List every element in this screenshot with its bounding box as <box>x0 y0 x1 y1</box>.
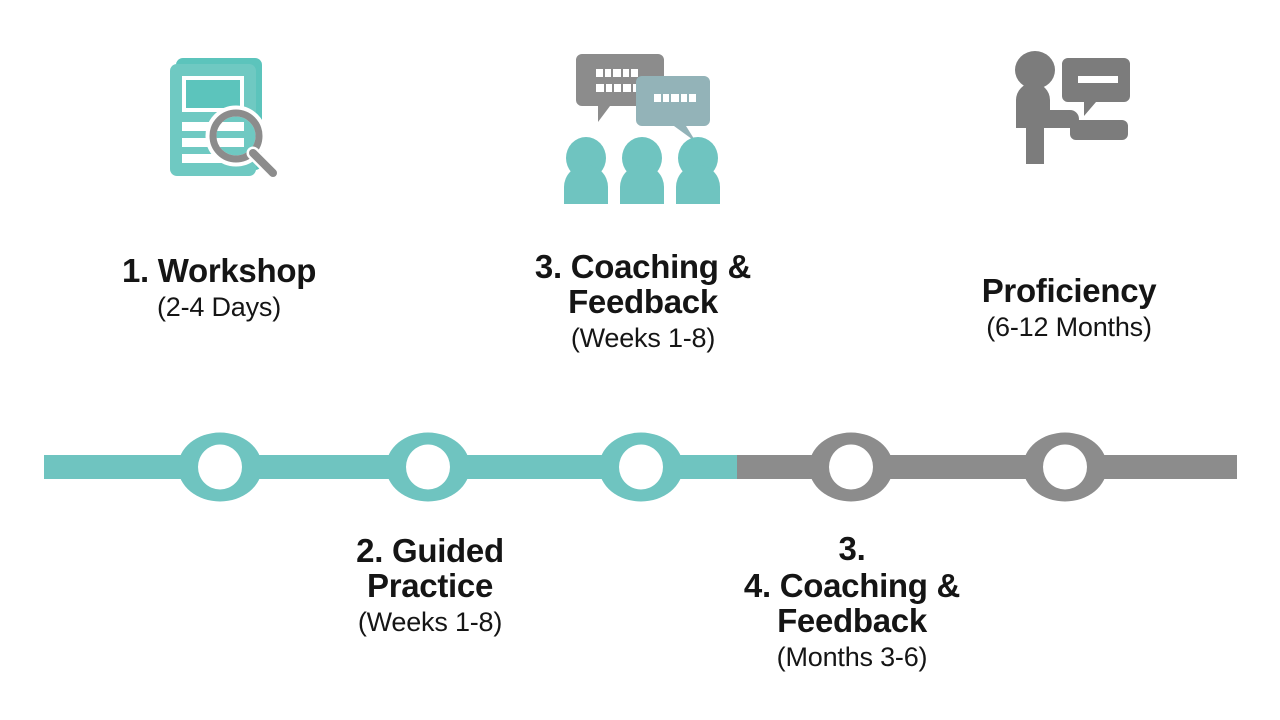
stage-label-proficiency: Proficiency (6-12 Months) <box>918 272 1220 342</box>
timeline-node-3[interactable] <box>599 432 683 502</box>
stage-duration-workshop: (2-4 Days) <box>156 291 282 322</box>
stage-title-proficiency: Proficiency <box>981 272 1157 309</box>
node-hole <box>829 444 873 490</box>
document-search-icon <box>160 48 292 181</box>
stage-duration-proficiency: (6-12 Months) <box>986 311 1152 342</box>
stage-title-coaching-1: 3. Coaching & Feedback <box>534 248 752 320</box>
timeline-node-5[interactable] <box>1023 432 1107 502</box>
stage-title-coaching-2: 4. Coaching & Feedback <box>743 566 961 639</box>
stray-number: 3. <box>838 530 866 567</box>
node-hole <box>619 444 663 490</box>
node-hole <box>1043 444 1087 490</box>
node-hole <box>198 444 242 490</box>
stage-duration-coaching-1: (Weeks 1-8) <box>570 322 716 353</box>
timeline-node-2[interactable] <box>386 432 470 502</box>
stage-label-guided-practice: 2. Guided Practice (Weeks 1-8) <box>288 532 572 637</box>
timeline-node-1[interactable] <box>178 432 262 502</box>
timeline-node-4[interactable] <box>809 432 893 502</box>
stage-label-coaching-1: 3. Coaching & Feedback (Weeks 1-8) <box>478 248 808 353</box>
timeline-track <box>44 432 1237 502</box>
stage-label-coaching-2: 3. 4. Coaching & Feedback (Months 3-6) <box>684 530 1020 672</box>
stage-duration-coaching-2: (Months 3-6) <box>776 641 928 672</box>
stage-label-workshop: 1. Workshop (2-4 Days) <box>60 252 378 322</box>
stage-title-guided-practice: 2. Guided Practice <box>356 532 504 604</box>
node-hole <box>406 444 450 490</box>
stage-title-workshop: 1. Workshop <box>121 252 317 289</box>
coaching-person-icon <box>1006 48 1132 168</box>
stage-duration-guided-practice: (Weeks 1-8) <box>357 606 503 637</box>
group-discussion-icon <box>556 46 728 204</box>
